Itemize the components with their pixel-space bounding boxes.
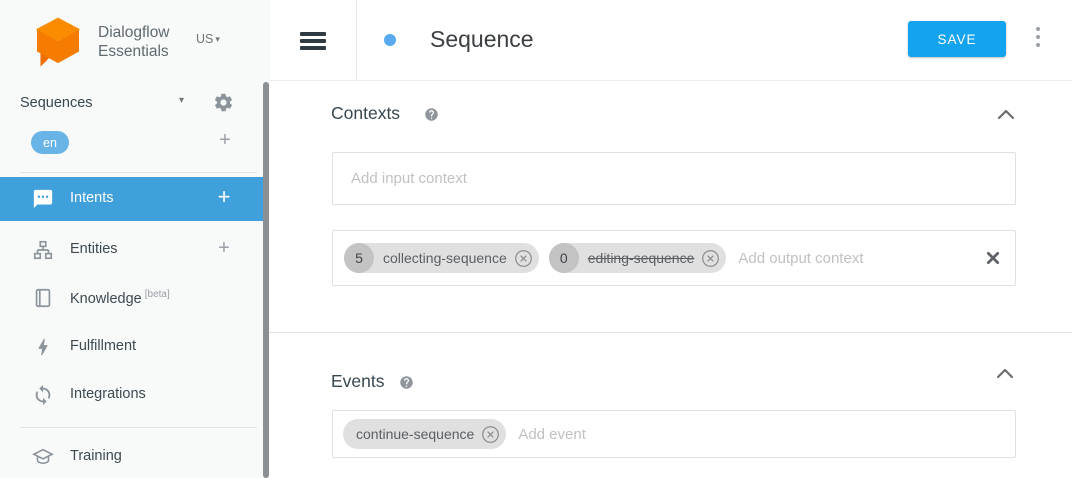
intent-status-dot xyxy=(384,34,396,46)
output-context-field[interactable]: 5 collecting-sequence 0 editing-sequence xyxy=(332,230,1016,286)
chevron-down-icon[interactable]: ▾ xyxy=(179,95,185,106)
sidebar-item-label: Fulfillment xyxy=(70,338,137,354)
event-chip: continue-sequence xyxy=(343,419,507,449)
sitemap-icon xyxy=(33,240,53,260)
sidebar-scrollbar[interactable] xyxy=(263,82,269,478)
sidebar-item-label: Intents xyxy=(70,190,114,206)
chat-bubble-icon xyxy=(33,189,53,209)
sidebar-item-knowledge[interactable]: Knowledge[beta] xyxy=(0,276,263,320)
context-lifespan-count[interactable]: 0 xyxy=(548,243,579,273)
gear-icon[interactable] xyxy=(213,92,234,113)
add-language-button[interactable]: + xyxy=(219,129,231,151)
beta-badge: [beta] xyxy=(144,289,170,300)
remove-chip-icon[interactable] xyxy=(701,249,720,268)
clear-all-icon[interactable] xyxy=(985,250,1001,266)
sidebar-divider xyxy=(20,427,257,428)
sidebar-divider xyxy=(20,172,257,173)
output-context-chip: 0 editing-sequence xyxy=(548,243,727,273)
chevron-down-icon: ▾ xyxy=(215,34,220,44)
agent-name: Sequences xyxy=(20,95,93,111)
input-context-field[interactable] xyxy=(332,152,1016,205)
event-chip-label: continue-sequence xyxy=(356,426,475,442)
add-output-context-input[interactable] xyxy=(736,248,977,268)
sidebar-item-label: Knowledge[beta] xyxy=(70,289,170,307)
remove-chip-icon[interactable] xyxy=(481,425,500,444)
sidebar-item-label: Training xyxy=(70,448,122,464)
add-intent-button[interactable]: + xyxy=(217,184,231,209)
book-icon xyxy=(35,288,51,308)
graduation-cap-icon xyxy=(32,448,54,465)
remove-chip-icon[interactable] xyxy=(514,249,533,268)
contexts-section-title: Contexts xyxy=(331,103,401,123)
collapse-chevron-icon[interactable] xyxy=(996,368,1014,379)
sidebar-item-label: Integrations xyxy=(70,386,146,402)
sidebar-item-integrations[interactable]: Integrations xyxy=(0,373,263,417)
sync-icon xyxy=(35,384,51,406)
help-icon[interactable] xyxy=(424,107,439,122)
add-input-context-input[interactable] xyxy=(349,169,999,188)
language-row: en + xyxy=(0,129,263,157)
lightning-bolt-icon xyxy=(38,338,48,356)
header-divider xyxy=(356,0,357,80)
sidebar-item-training[interactable]: Training xyxy=(0,435,263,478)
language-badge[interactable]: en xyxy=(31,131,69,154)
agent-selector[interactable]: Sequences ▾ xyxy=(0,92,263,118)
region-selector[interactable]: US▾ xyxy=(196,32,220,46)
events-section-title: Events xyxy=(331,371,385,391)
brand-header: Dialogflow Essentials US▾ xyxy=(0,0,270,82)
brand-name: Dialogflow Essentials xyxy=(98,24,170,60)
sidebar-item-label: Entities xyxy=(70,241,118,257)
collapse-chevron-icon[interactable] xyxy=(997,109,1015,120)
page-title: Sequence xyxy=(430,26,534,52)
add-entity-button[interactable]: + xyxy=(218,237,230,259)
event-field[interactable]: continue-sequence xyxy=(332,410,1016,458)
sidebar-item-entities[interactable]: Entities + xyxy=(0,228,263,272)
hamburger-menu-icon[interactable] xyxy=(300,32,326,50)
sidebar: Dialogflow Essentials US▾ Sequences ▾ en… xyxy=(0,0,270,478)
context-chip-label: editing-sequence xyxy=(587,250,695,266)
help-icon[interactable] xyxy=(399,375,414,390)
sidebar-item-fulfillment[interactable]: Fulfillment xyxy=(0,325,263,369)
section-divider xyxy=(270,332,1072,333)
sidebar-item-intents[interactable]: Intents + xyxy=(0,177,263,221)
context-chip-label: collecting-sequence xyxy=(383,250,507,266)
save-button[interactable]: SAVE xyxy=(908,21,1006,57)
more-options-icon[interactable] xyxy=(1033,27,1043,51)
context-lifespan-count[interactable]: 5 xyxy=(344,243,374,273)
add-event-input[interactable] xyxy=(516,424,1001,444)
dialogflow-logo-icon xyxy=(35,17,81,67)
output-context-chip: 5 collecting-sequence xyxy=(344,243,539,273)
